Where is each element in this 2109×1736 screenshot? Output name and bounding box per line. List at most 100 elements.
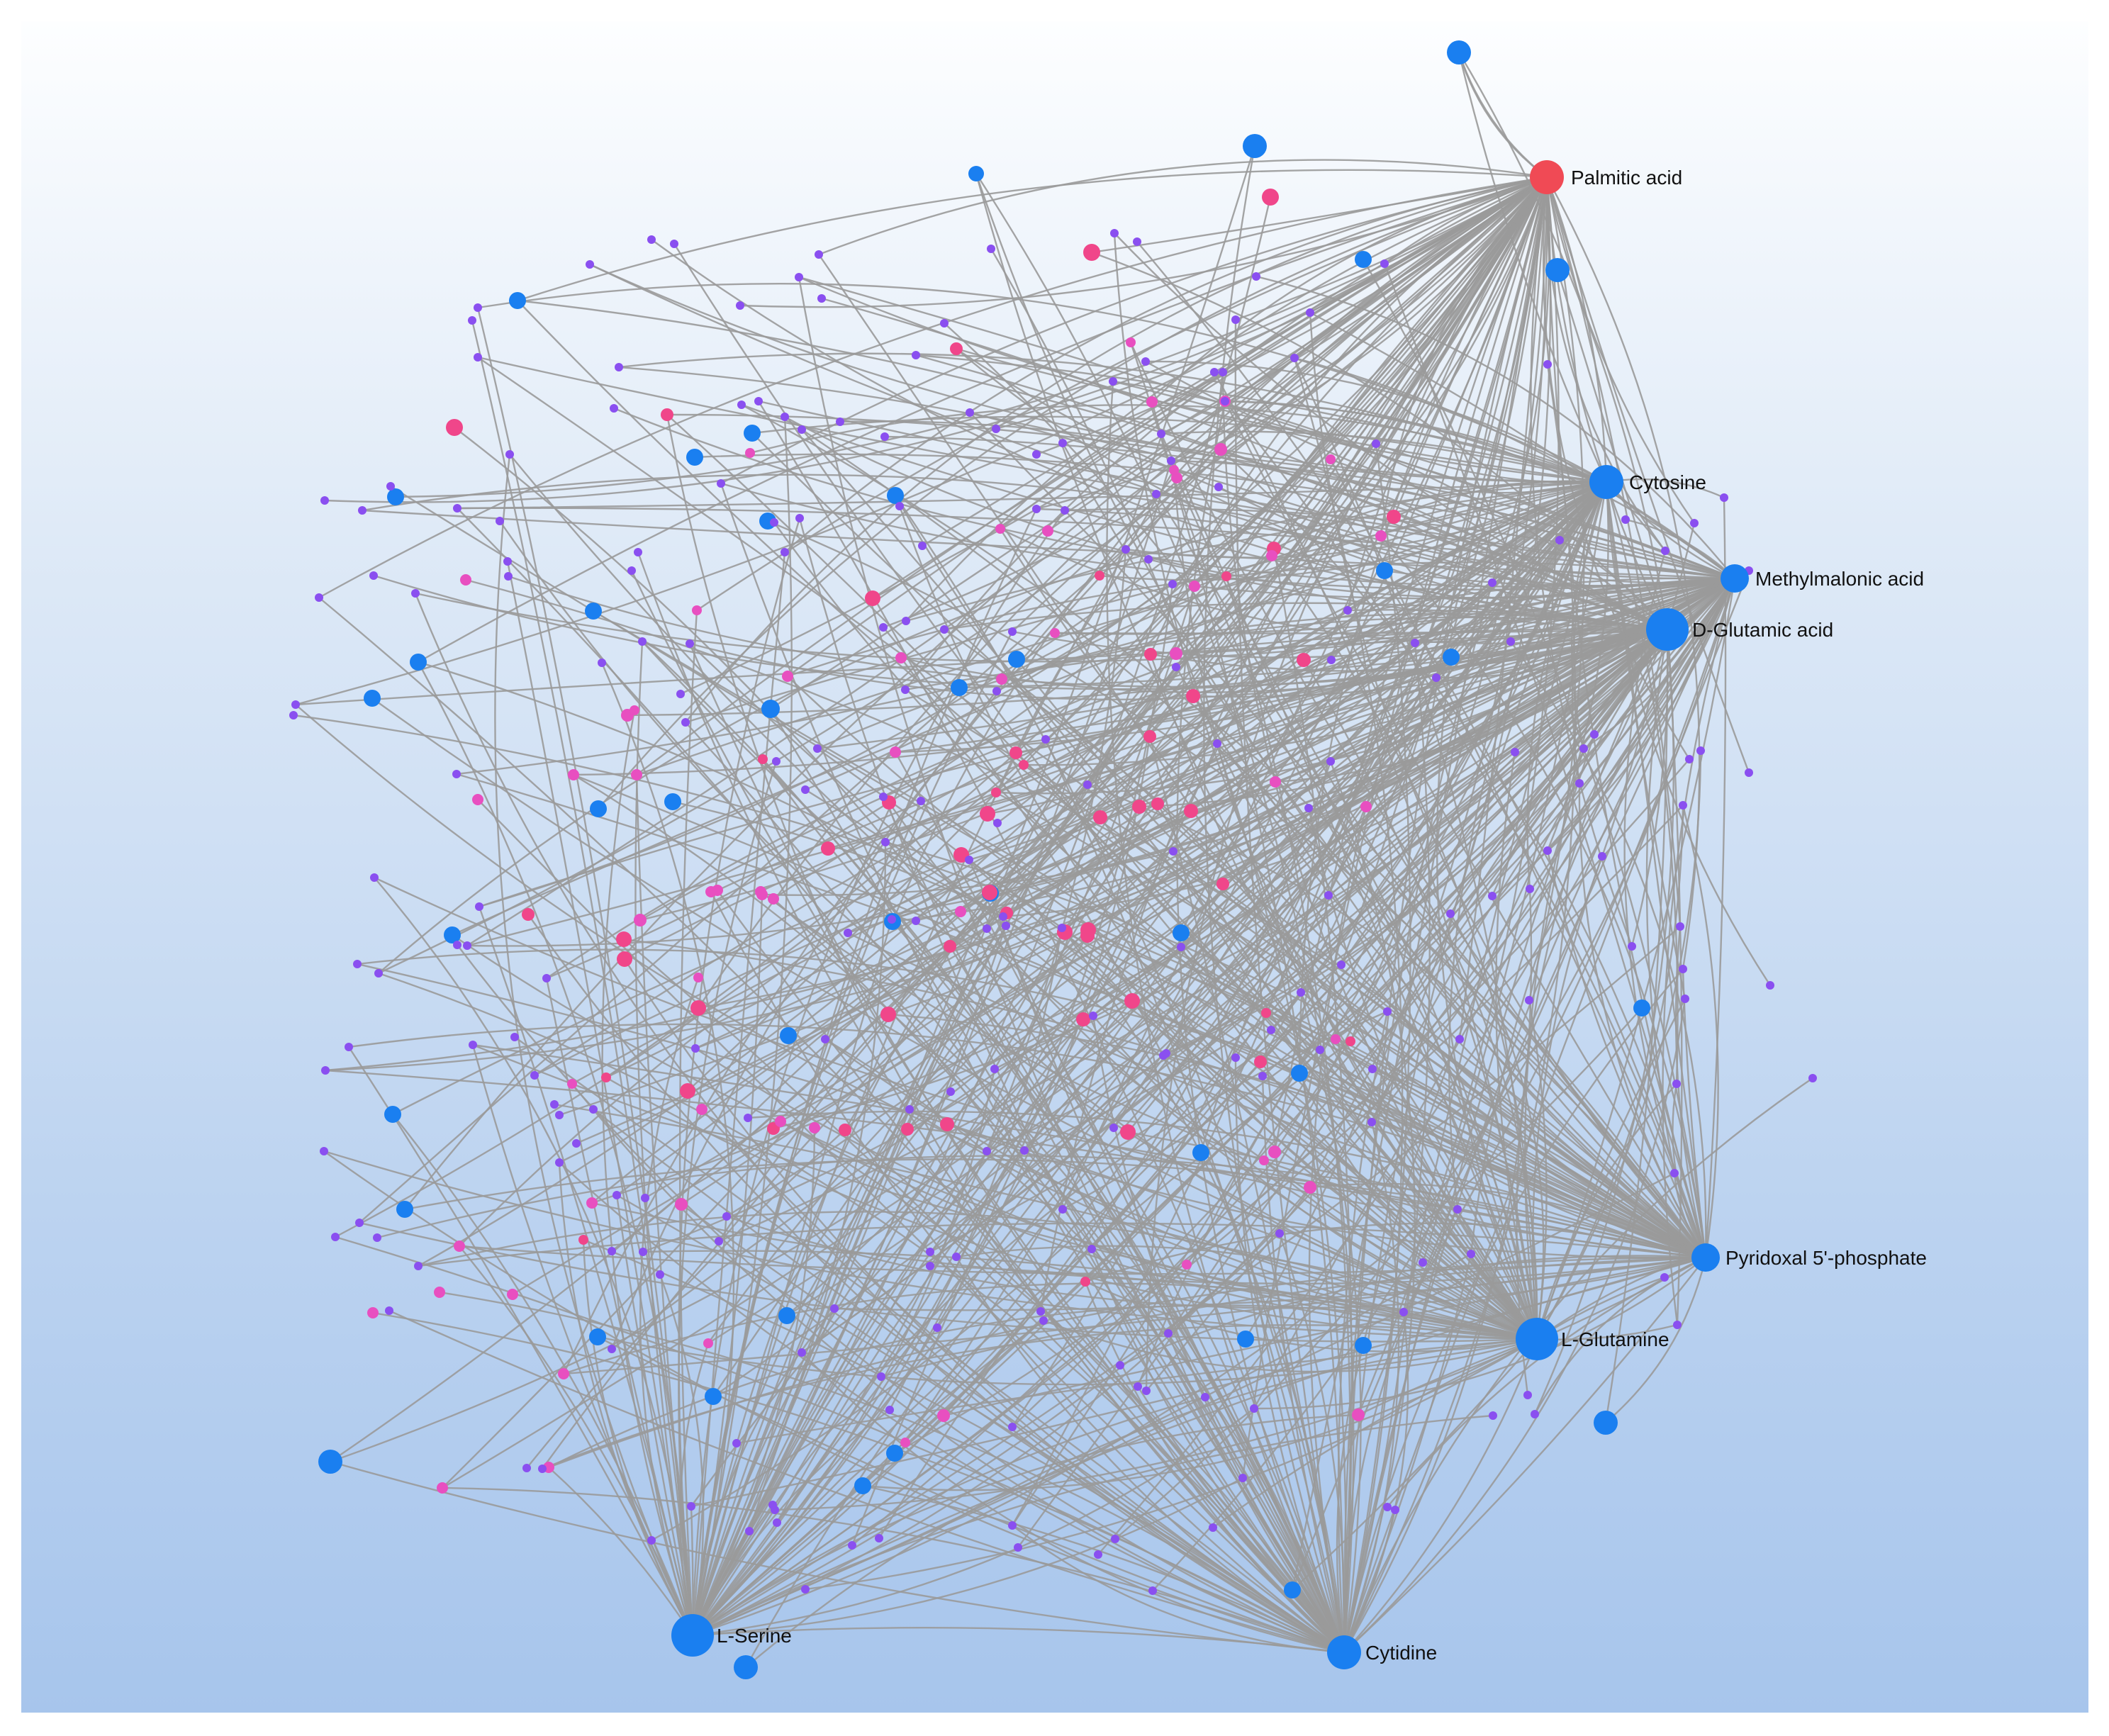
- feature-node[interactable]: [1525, 996, 1533, 1004]
- feature-node[interactable]: [1432, 673, 1441, 682]
- metabolite-node[interactable]: [387, 488, 404, 505]
- feature-node[interactable]: [1109, 377, 1117, 386]
- feature-node[interactable]: [1628, 942, 1636, 951]
- feature-node[interactable]: [496, 517, 504, 525]
- feature-node[interactable]: [434, 1287, 445, 1298]
- feature-node[interactable]: [890, 746, 901, 758]
- feature-node[interactable]: [1146, 396, 1158, 408]
- feature-node[interactable]: [817, 294, 826, 303]
- feature-node[interactable]: [895, 652, 907, 663]
- metabolite-node[interactable]: [410, 654, 427, 671]
- feature-node[interactable]: [1214, 483, 1223, 491]
- feature-node[interactable]: [1152, 490, 1160, 498]
- feature-node[interactable]: [474, 353, 482, 362]
- feature-node[interactable]: [686, 639, 694, 648]
- feature-node[interactable]: [692, 605, 702, 615]
- feature-node[interactable]: [353, 960, 362, 968]
- feature-node[interactable]: [1093, 810, 1107, 824]
- feature-node[interactable]: [836, 418, 844, 426]
- metabolite-node[interactable]: [734, 1655, 758, 1679]
- feature-node[interactable]: [1042, 525, 1053, 537]
- feature-node[interactable]: [754, 397, 763, 405]
- feature-node[interactable]: [744, 1114, 752, 1122]
- feature-node[interactable]: [966, 408, 974, 417]
- feature-node[interactable]: [902, 617, 910, 625]
- feature-node[interactable]: [937, 1409, 950, 1422]
- feature-node[interactable]: [1164, 1329, 1173, 1338]
- feature-node[interactable]: [1543, 846, 1552, 855]
- metabolite-node[interactable]: [1192, 1144, 1209, 1161]
- feature-node[interactable]: [955, 906, 966, 917]
- feature-node[interactable]: [900, 1438, 910, 1447]
- feature-node[interactable]: [291, 700, 300, 709]
- feature-node[interactable]: [369, 571, 378, 580]
- feature-node[interactable]: [1331, 1034, 1341, 1044]
- feature-node[interactable]: [992, 425, 1000, 433]
- feature-node[interactable]: [1352, 1409, 1365, 1421]
- feature-node[interactable]: [550, 1100, 559, 1109]
- feature-node[interactable]: [469, 1041, 477, 1049]
- feature-node[interactable]: [634, 914, 647, 926]
- feature-node[interactable]: [801, 1585, 810, 1594]
- metabolite-node[interactable]: [1008, 651, 1025, 668]
- feature-node[interactable]: [771, 1506, 779, 1514]
- network-graph[interactable]: Palmitic acid Cytosine Methylmalonic aci…: [21, 21, 2088, 1713]
- feature-node[interactable]: [1368, 1065, 1377, 1073]
- feature-node[interactable]: [631, 769, 642, 780]
- feature-node[interactable]: [641, 1194, 649, 1202]
- feature-node[interactable]: [1766, 981, 1774, 990]
- feature-node[interactable]: [1058, 1205, 1067, 1214]
- feature-node[interactable]: [331, 1233, 340, 1241]
- feature-node[interactable]: [675, 1198, 688, 1211]
- feature-node[interactable]: [598, 659, 606, 667]
- feature-node[interactable]: [370, 873, 379, 882]
- metabolite-node[interactable]: [590, 800, 607, 817]
- feature-node[interactable]: [542, 974, 551, 982]
- feature-node[interactable]: [616, 931, 632, 947]
- feature-node[interactable]: [1148, 1586, 1157, 1595]
- feature-node[interactable]: [601, 1073, 611, 1082]
- metabolite-node[interactable]: [886, 1445, 903, 1462]
- feature-node[interactable]: [940, 625, 949, 634]
- feature-node[interactable]: [1489, 1411, 1497, 1420]
- feature-node[interactable]: [715, 1237, 723, 1245]
- feature-node[interactable]: [815, 250, 823, 259]
- feature-node[interactable]: [736, 301, 744, 310]
- hub-node-pyridoxal-5-phosphate[interactable]: [1691, 1243, 1720, 1272]
- feature-node[interactable]: [1304, 804, 1313, 812]
- feature-node[interactable]: [1590, 730, 1599, 739]
- feature-node[interactable]: [1144, 555, 1153, 564]
- metabolite-node[interactable]: [384, 1106, 401, 1123]
- feature-node[interactable]: [1575, 779, 1584, 788]
- feature-node[interactable]: [991, 788, 1001, 797]
- feature-node[interactable]: [877, 1372, 885, 1381]
- feature-node[interactable]: [1116, 1361, 1124, 1370]
- feature-node[interactable]: [446, 419, 463, 436]
- feature-node[interactable]: [1297, 988, 1305, 997]
- feature-node[interactable]: [880, 1007, 896, 1022]
- feature-node[interactable]: [1670, 1169, 1679, 1177]
- feature-node[interactable]: [1184, 804, 1198, 818]
- feature-node[interactable]: [474, 303, 482, 312]
- metabolite-node[interactable]: [318, 1450, 342, 1474]
- metabolite-node[interactable]: [1284, 1581, 1301, 1598]
- feature-node[interactable]: [1316, 1046, 1324, 1054]
- feature-node[interactable]: [612, 1191, 621, 1199]
- feature-node[interactable]: [880, 432, 889, 441]
- feature-node[interactable]: [437, 1482, 448, 1494]
- feature-node[interactable]: [1058, 439, 1067, 447]
- feature-node[interactable]: [1008, 1521, 1017, 1530]
- feature-node[interactable]: [610, 404, 618, 413]
- feature-node[interactable]: [1681, 995, 1689, 1003]
- feature-node[interactable]: [1221, 397, 1229, 405]
- feature-node[interactable]: [1304, 1181, 1316, 1194]
- feature-node[interactable]: [1391, 1506, 1399, 1514]
- feature-node[interactable]: [755, 886, 766, 897]
- feature-node[interactable]: [373, 1233, 381, 1242]
- metabolite-node[interactable]: [1594, 1411, 1618, 1435]
- feature-node[interactable]: [1110, 229, 1119, 237]
- feature-node[interactable]: [982, 885, 997, 900]
- feature-node[interactable]: [555, 1158, 564, 1167]
- feature-node[interactable]: [1214, 443, 1227, 456]
- feature-node[interactable]: [848, 1541, 856, 1550]
